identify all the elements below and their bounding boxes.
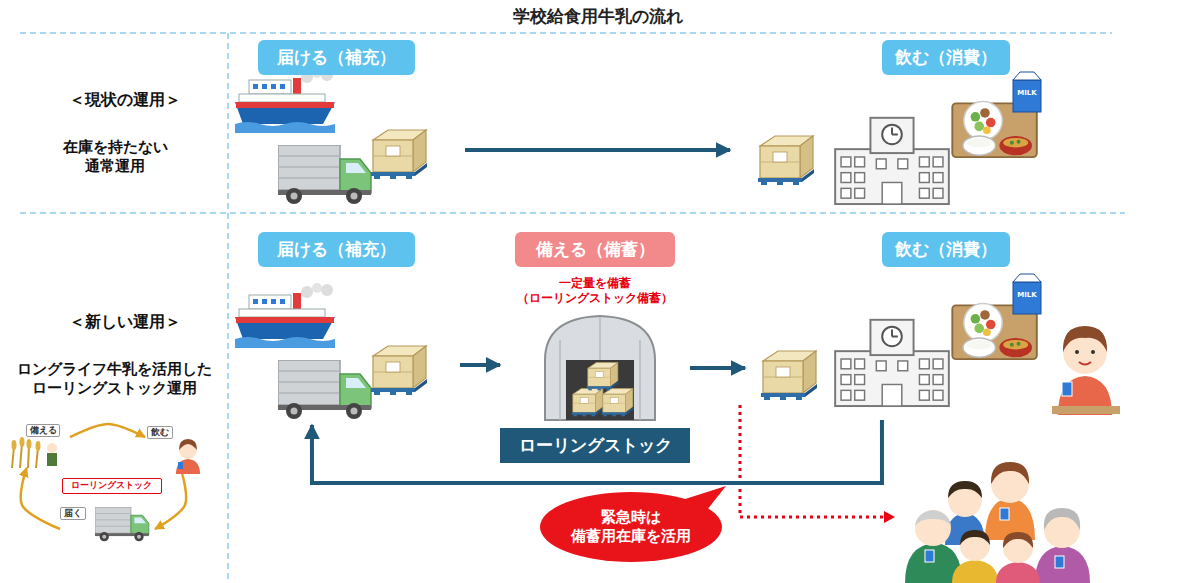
- stage-group: 届ける（補充）: [238, 38, 465, 210]
- flow-arrow: [312, 420, 882, 483]
- ship-illustration: [235, 283, 335, 348]
- cycle-step: 備える: [8, 424, 70, 468]
- mini-truck: [95, 507, 149, 541]
- dashed-divider: [20, 33, 1125, 583]
- carton-label: MILK: [1013, 88, 1041, 98]
- cycle-label: 備える: [26, 424, 60, 437]
- carton-label: MILK: [1013, 290, 1041, 300]
- warehouse-illustration: [545, 316, 655, 420]
- cycle-center-label: ローリングストック: [63, 479, 160, 492]
- section-heading: ＜新しい運用＞: [40, 310, 210, 334]
- flow-arrow: [690, 366, 745, 370]
- truck-illustration: [278, 360, 371, 419]
- emergency-dotted-line: [740, 405, 895, 523]
- cycle-step: 飲む: [145, 426, 207, 474]
- cycle-label: 飲む: [147, 426, 173, 439]
- stock-note: 一定量を備蓄 （ローリングストック備蓄）: [510, 274, 680, 308]
- truck-illustration: [278, 145, 371, 204]
- stage-group: 飲む（消費）: [730, 38, 1060, 210]
- cycle-label: 届く: [60, 507, 86, 520]
- stage-badge: 飲む（消費）: [882, 40, 1010, 75]
- stage-badge: 備える（備蓄）: [515, 232, 675, 267]
- section-description: 在庫を持たない 通常運用: [45, 132, 185, 182]
- family-illustration: [905, 462, 1090, 583]
- callout-bubble: 緊急時は 備蓄用在庫を活用: [540, 492, 722, 562]
- stage-group: 届ける（補充）: [238, 230, 460, 425]
- stage-group: 備える（備蓄） 一定量を備蓄 （ローリングストック備蓄） ローリングストック: [500, 230, 690, 465]
- milk-carton: [1013, 274, 1041, 314]
- cycle-arrow: [70, 424, 145, 437]
- mini-wheat-field: [12, 437, 58, 468]
- cycle-arrow: [21, 468, 60, 529]
- section-heading: ＜現状の運用＞: [40, 88, 210, 112]
- rolling-stock-box: ローリングストック: [500, 428, 690, 463]
- milk-case: [758, 136, 814, 185]
- stage-badge: 届ける（補充）: [258, 232, 415, 267]
- school-illustration: [835, 118, 949, 204]
- stage-badge: 届ける（補充）: [258, 40, 415, 75]
- callout-ellipse: [540, 492, 722, 562]
- mini-child: [176, 439, 200, 474]
- ship-illustration: [235, 68, 335, 133]
- callout-text: 緊急時は 備蓄用在庫を活用: [556, 502, 706, 552]
- flow-arrow: [465, 148, 730, 152]
- child-drinking: [1052, 326, 1120, 415]
- school-illustration: [835, 320, 949, 406]
- milk-case: [371, 130, 427, 179]
- stage-badge: 飲む（消費）: [882, 232, 1010, 267]
- box-label: ローリングストック: [500, 428, 690, 463]
- cycle-step: 届く: [60, 505, 155, 545]
- flow-arrow: [460, 363, 500, 367]
- diagram-title: 学校給食用牛乳の流れ: [0, 5, 1196, 29]
- milk-case: [371, 346, 427, 395]
- milk-case: [761, 351, 817, 400]
- section-description: ロングライフ牛乳を活用した ローリングストック運用: [0, 354, 228, 404]
- stage-group: 飲む（消費）: [745, 230, 1065, 420]
- milk-carton: [1013, 72, 1041, 112]
- cycle-center-box: ローリングストック: [62, 478, 162, 494]
